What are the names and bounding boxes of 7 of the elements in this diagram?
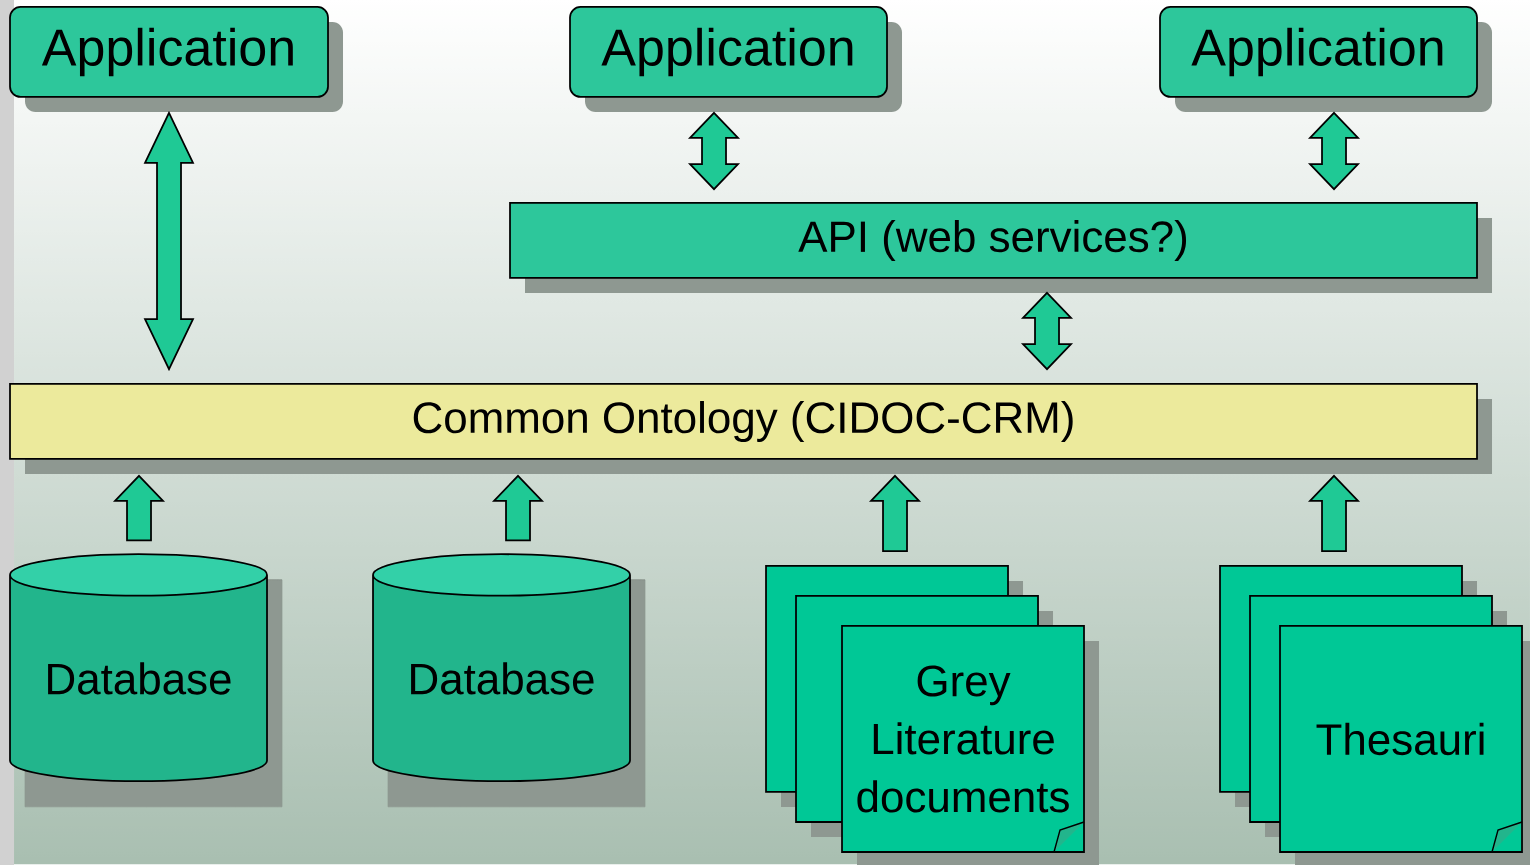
api-box: API (web services?) <box>509 202 1492 293</box>
sheet-stack: Thesauri <box>1219 565 1530 865</box>
application-box: Application <box>1159 6 1492 112</box>
ontology-box: Common Ontology (CIDOC-CRM) <box>9 383 1492 474</box>
application-box: Application <box>9 6 343 112</box>
application-box: Application <box>569 6 902 112</box>
sheet-stack: Grey Literature documents <box>765 565 1099 865</box>
